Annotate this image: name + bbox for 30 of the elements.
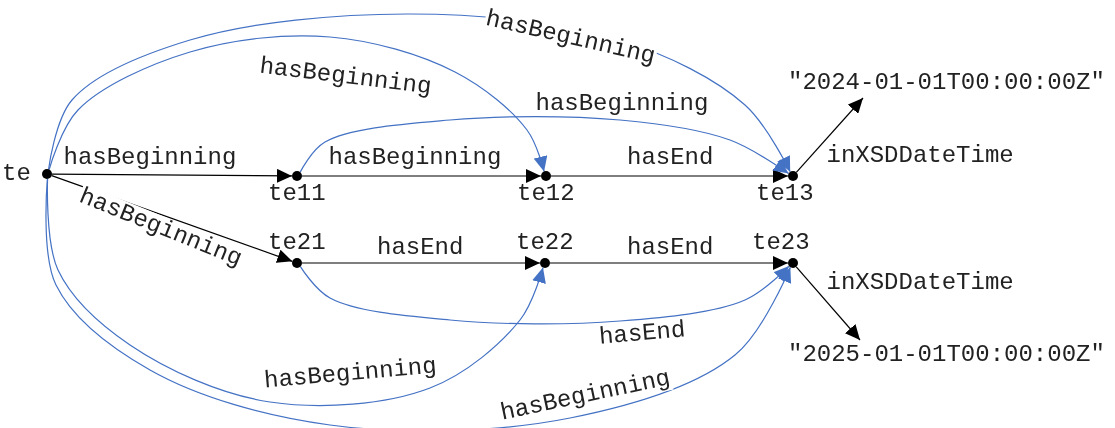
edge-label: hasBeginning [534,92,710,116]
node-label: te21 [268,231,326,255]
arrow [550,169,789,183]
node-label: te22 [516,231,574,255]
arrow [48,35,548,172]
node-label: te12 [517,182,575,206]
node-label: te13 [756,182,814,206]
node-label: te23 [752,231,810,255]
edge-label: hasBeginning [62,146,238,170]
arrow [301,169,542,183]
arrow [299,116,790,175]
node-dot [540,258,550,268]
arrow [795,266,861,341]
arrow [51,168,293,183]
edge-label: hasBeginning [327,146,503,170]
node-dot [42,169,52,179]
arrow [45,178,791,428]
literal-value: "2025-01-01T00:00:00Z" [788,340,1105,370]
arrow [795,97,864,173]
node-dot [541,171,551,181]
literal-value: "2024-01-01T00:00:00Z" [788,68,1105,98]
arrow [301,256,541,270]
node-label: te11 [268,182,326,206]
arrow [549,256,789,270]
node-label: te [2,162,31,186]
node-dot [788,258,798,268]
node-dot [292,258,302,268]
node-dot [788,171,798,181]
arrow [299,265,790,325]
node-dot [292,171,302,181]
